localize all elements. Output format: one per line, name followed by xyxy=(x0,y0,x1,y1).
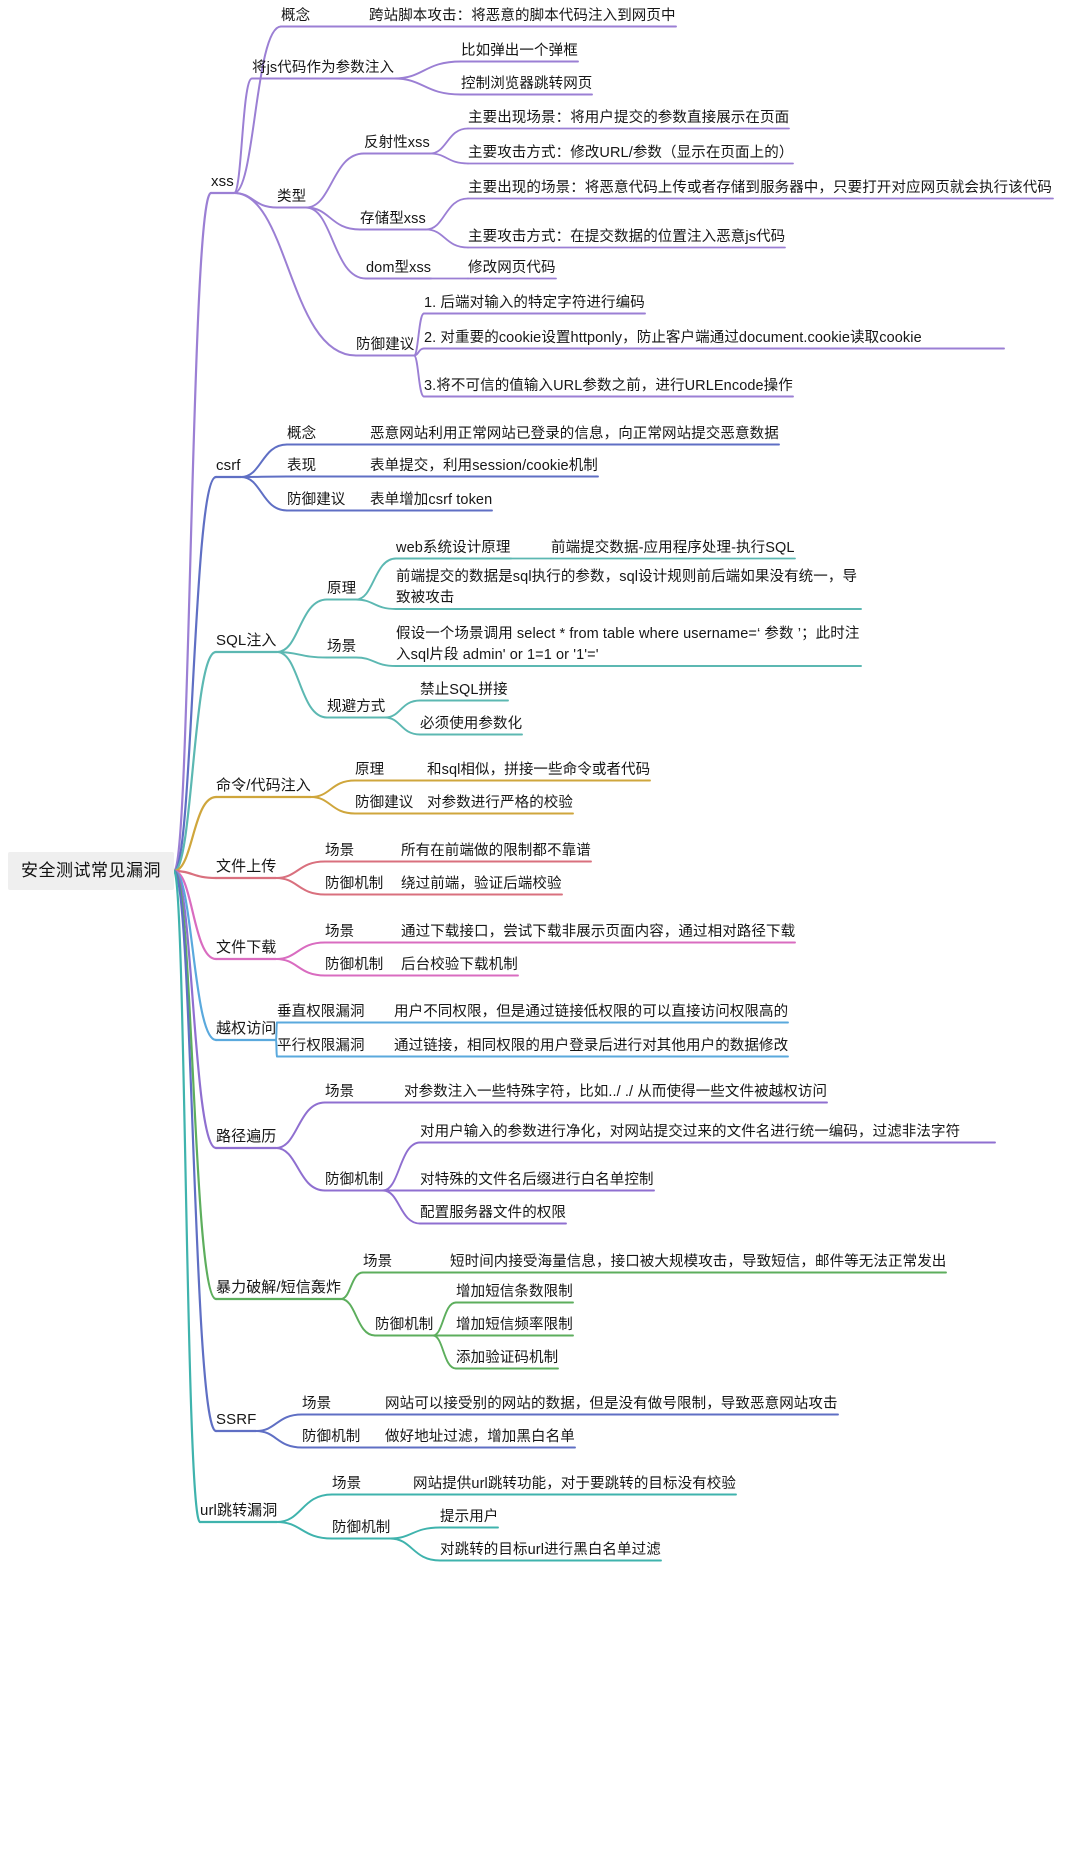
mindmap-child-node[interactable]: 防御机制 xyxy=(325,875,384,892)
mindmap-child-node[interactable]: 主要出现的场景：将恶意代码上传或者存储到服务器中，只要打开对应网页就会执行该代码 xyxy=(468,179,1052,196)
mindmap-child-node[interactable]: 防御机制 xyxy=(325,1171,384,1188)
mindmap-child-node[interactable]: 前端提交的数据是sql执行的参数，sql设计规则前后端如果没有统一，导致被攻击 xyxy=(396,569,858,607)
mindmap-child-node[interactable]: 场景 xyxy=(325,923,355,940)
mindmap-child-node[interactable]: 配置服务器文件的权限 xyxy=(420,1204,566,1221)
mindmap-child-node[interactable]: 用户不同权限，但是通过链接低权限的可以直接访问权限高的 xyxy=(394,1003,789,1020)
mindmap-child-node[interactable]: 表单增加csrf token xyxy=(370,491,493,508)
mindmap-child-node[interactable]: 对跳转的目标url进行黑白名单过滤 xyxy=(440,1541,661,1558)
mindmap-child-node[interactable]: 原理 xyxy=(327,580,357,597)
mindmap-child-node[interactable]: 场景 xyxy=(363,1253,393,1270)
mindmap-child-node[interactable]: web系统设计原理 xyxy=(396,539,511,556)
mindmap-child-node[interactable]: 修改网页代码 xyxy=(468,259,556,276)
mindmap-root-node[interactable]: 安全测试常见漏洞 xyxy=(8,851,174,891)
mindmap-child-node[interactable]: 类型 xyxy=(277,188,307,205)
mindmap-child-node[interactable]: 比如弹出一个弹框 xyxy=(461,42,578,59)
mindmap-child-node[interactable]: 对参数进行严格的校验 xyxy=(427,794,573,811)
mindmap-child-node[interactable]: 通过链接，相同权限的用户登录后进行对其他用户的数据修改 xyxy=(394,1037,789,1054)
mindmap-child-node[interactable]: 和sql相似，拼接一些命令或者代码 xyxy=(427,761,651,778)
mindmap-child-node[interactable]: 禁止SQL拼接 xyxy=(420,681,508,698)
mindmap-child-node[interactable]: 增加短信频率限制 xyxy=(456,1316,573,1333)
mindmap-child-node[interactable]: 后台校验下载机制 xyxy=(401,956,518,973)
mindmap-child-node[interactable]: 概念 xyxy=(281,7,311,24)
mindmap-child-node[interactable]: 场景 xyxy=(302,1395,332,1412)
mindmap-child-node[interactable]: 2. 对重要的cookie设置httponly，防止客户端通过document.… xyxy=(424,329,922,346)
mindmap-child-node[interactable]: 防御建议 xyxy=(287,491,346,508)
mindmap-child-node[interactable]: 增加短信条数限制 xyxy=(456,1283,573,1300)
mindmap-branch-node[interactable]: 越权访问 xyxy=(216,1020,277,1037)
mindmap-child-node[interactable]: 添加验证码机制 xyxy=(456,1349,559,1366)
mindmap-branch-node[interactable]: url跳转漏洞 xyxy=(200,1502,278,1519)
mindmap-child-node[interactable]: 防御机制 xyxy=(302,1428,361,1445)
mindmap-child-node[interactable]: 规避方式 xyxy=(327,698,386,715)
mindmap-child-node[interactable]: 假设一个场景调用 select * from table where usern… xyxy=(396,626,860,664)
mindmap-branch-node[interactable]: 暴力破解/短信轰炸 xyxy=(216,1279,342,1296)
mindmap-child-node[interactable]: 网站可以接受别的网站的数据，但是没有做号限制，导致恶意网站攻击 xyxy=(385,1395,838,1412)
mindmap-child-node[interactable]: 原理 xyxy=(355,761,385,778)
mindmap-child-node[interactable]: 对用户输入的参数进行净化，对网站提交过来的文件名进行统一编码，过滤非法字符 xyxy=(420,1123,961,1140)
mindmap-branch-node[interactable]: SSRF xyxy=(216,1411,257,1428)
mindmap-branch-node[interactable]: 路径遍历 xyxy=(216,1128,277,1145)
mindmap-child-node[interactable]: 垂直权限漏洞 xyxy=(277,1003,365,1020)
mindmap-child-node[interactable]: 网站提供url跳转功能，对于要跳转的目标没有校验 xyxy=(413,1475,737,1492)
mindmap-branch-node[interactable]: SQL注入 xyxy=(216,632,277,649)
mindmap-child-node[interactable]: 3.将不可信的值输入URL参数之前，进行URLEncode操作 xyxy=(424,377,793,394)
mindmap-child-node[interactable]: 防御机制 xyxy=(332,1519,391,1536)
mindmap-child-node[interactable]: 防御机制 xyxy=(375,1316,434,1333)
mindmap-child-node[interactable]: 通过下载接口，尝试下载非展示页面内容，通过相对路径下载 xyxy=(401,923,796,940)
mindmap-child-node[interactable]: 概念 xyxy=(287,425,317,442)
mindmap-child-node[interactable]: 控制浏览器跳转网页 xyxy=(461,75,593,92)
mindmap-child-node[interactable]: 前端提交数据-应用程序处理-执行SQL xyxy=(551,539,795,556)
mindmap-child-node[interactable]: 反射性xss xyxy=(364,134,430,151)
mindmap-child-node[interactable]: 将js代码作为参数注入 xyxy=(252,59,395,76)
mindmap-child-node[interactable]: 绕过前端，验证后端校验 xyxy=(401,875,562,892)
mindmap-child-node[interactable]: 1. 后端对输入的特定字符进行编码 xyxy=(424,294,645,311)
mindmap-child-node[interactable]: 主要攻击方式：在提交数据的位置注入恶意js代码 xyxy=(468,228,786,245)
mindmap-branch-node[interactable]: 命令/代码注入 xyxy=(216,777,311,794)
mindmap-child-node[interactable]: 必须使用参数化 xyxy=(420,715,523,732)
mindmap-child-node[interactable]: 对参数注入一些特殊字符，比如../ ./ 从而使得一些文件被越权访问 xyxy=(404,1083,828,1100)
mindmap-child-node[interactable]: 主要出现场景：将用户提交的参数直接展示在页面 xyxy=(468,109,790,126)
mindmap-branch-node[interactable]: xss xyxy=(211,173,234,190)
mindmap-child-node[interactable]: 防御建议 xyxy=(355,794,414,811)
mindmap-branch-node[interactable]: 文件下载 xyxy=(216,939,277,956)
mindmap-child-node[interactable]: 表现 xyxy=(287,457,317,474)
mindmap-child-node[interactable]: 场景 xyxy=(325,842,355,859)
mindmap-child-node[interactable]: 短时间内接受海量信息，接口被大规模攻击，导致短信，邮件等无法正常发出 xyxy=(450,1253,947,1270)
mindmap-child-node[interactable]: 场景 xyxy=(325,1083,355,1100)
mindmap-child-node[interactable]: 场景 xyxy=(332,1475,362,1492)
mindmap-child-node[interactable]: dom型xss xyxy=(366,259,432,276)
mindmap-child-node[interactable]: 主要攻击方式：修改URL/参数（显示在页面上的） xyxy=(468,144,794,161)
mindmap-child-node[interactable]: 恶意网站利用正常网站已登录的信息，向正常网站提交恶意数据 xyxy=(370,425,779,442)
mindmap-child-node[interactable]: 平行权限漏洞 xyxy=(277,1037,365,1054)
mindmap-child-node[interactable]: 防御机制 xyxy=(325,956,384,973)
mindmap-child-node[interactable]: 提示用户 xyxy=(440,1508,499,1525)
mindmap-branch-node[interactable]: 文件上传 xyxy=(216,858,277,875)
mindmap-branch-node[interactable]: csrf xyxy=(216,457,241,474)
mindmap-child-node[interactable]: 对特殊的文件名后缀进行白名单控制 xyxy=(420,1171,654,1188)
mindmap-child-node[interactable]: 跨站脚本攻击：将恶意的脚本代码注入到网页中 xyxy=(369,7,676,24)
mindmap-child-node[interactable]: 所有在前端做的限制都不靠谱 xyxy=(401,842,591,859)
mindmap-child-node[interactable]: 存储型xss xyxy=(360,210,426,227)
mindmap-child-node[interactable]: 表单提交，利用session/cookie机制 xyxy=(370,457,598,474)
mindmap-child-node[interactable]: 做好地址过滤，增加黑白名单 xyxy=(385,1428,575,1445)
mindmap-child-node[interactable]: 防御建议 xyxy=(356,336,415,353)
mindmap-child-node[interactable]: 场景 xyxy=(327,638,357,655)
